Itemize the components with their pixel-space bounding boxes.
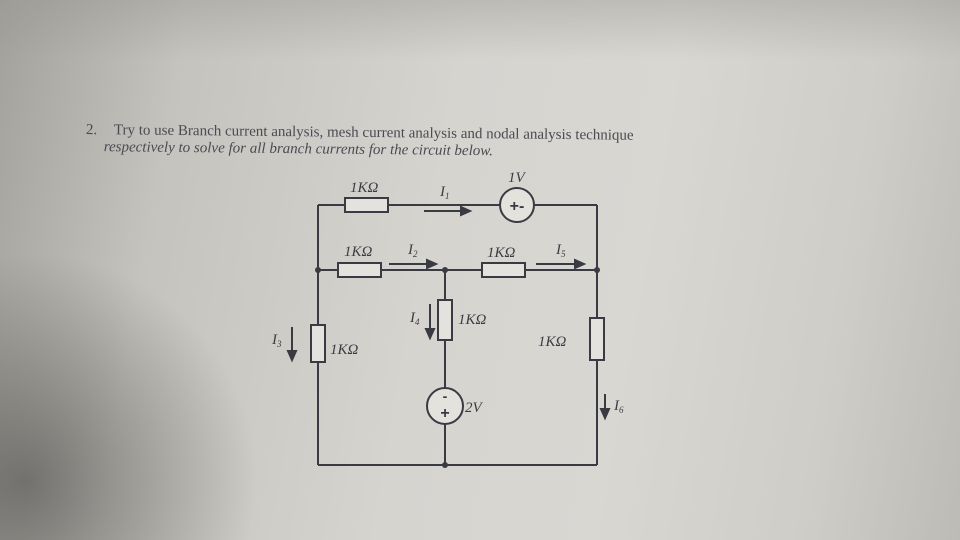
label-r-top: 1KΩ — [350, 180, 379, 196]
label-i3: I3 — [271, 332, 282, 349]
top-shadow — [0, 0, 960, 60]
voltage-source-1v — [499, 187, 535, 223]
source-1v-polarity: +- — [510, 198, 525, 215]
label-r5: 1KΩ — [487, 245, 516, 261]
label-i2: I2 — [407, 242, 418, 259]
current-arrows — [286, 205, 611, 421]
resistor-r5 — [481, 262, 526, 278]
source-2v-plus: + — [440, 405, 449, 422]
resistor-r2 — [337, 262, 382, 278]
resistor-r6 — [589, 317, 605, 361]
label-i6: I6 — [613, 398, 624, 415]
resistor-r4 — [437, 299, 453, 341]
hand-shadow — [0, 250, 260, 540]
label-v2: 2V — [465, 400, 484, 416]
label-i5: I5 — [555, 242, 566, 259]
label-r3: 1KΩ — [330, 342, 359, 358]
node-bottom — [442, 462, 448, 468]
circuit-wires — [317, 204, 598, 466]
resistor-r3 — [310, 324, 326, 363]
node-center — [442, 267, 448, 273]
label-v1: 1V — [508, 170, 527, 186]
voltage-source-2v — [426, 387, 464, 425]
resistor-top — [344, 197, 389, 213]
source-2v-minus: - — [443, 388, 448, 404]
node-right — [594, 267, 600, 273]
label-r6: 1KΩ — [538, 334, 567, 350]
label-i4: I4 — [409, 310, 420, 327]
label-i1: I1 — [439, 184, 450, 201]
label-r2: 1KΩ — [344, 244, 373, 260]
label-r4: 1KΩ — [458, 312, 487, 328]
node-left — [315, 267, 321, 273]
